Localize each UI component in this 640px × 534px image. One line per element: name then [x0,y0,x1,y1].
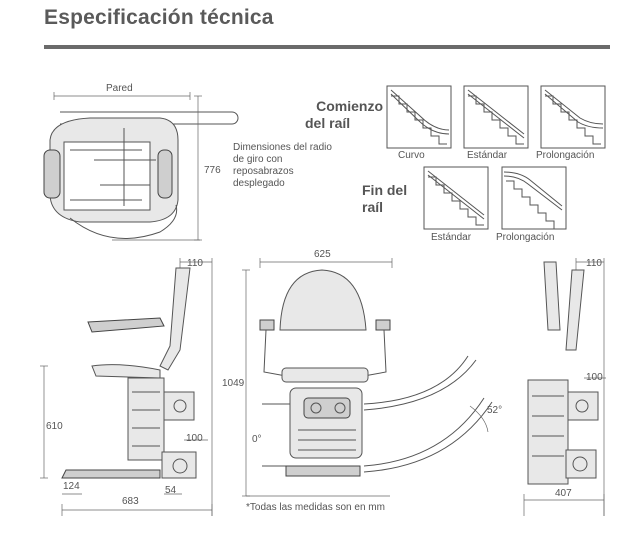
page-title: Especificación técnica [44,6,274,29]
top-view-drawing [43,92,239,241]
rail-start-option-standard: Estándar [467,150,508,161]
front-view-drawing [242,258,493,497]
side-view-drawing [40,258,213,516]
front-angle-min: 0° [252,434,262,445]
rail-start-thumbnails [386,85,606,149]
front-dim-height: 1049 [222,378,245,389]
rail-start-option-curved: Curvo [398,150,425,161]
side-dim-bottom-right: 54 [165,485,177,496]
front-angle-max: 52° [487,405,503,416]
top-view-height-dim: 776 [204,165,221,176]
rail-end-option-standard: Estándar [431,232,472,243]
side-dim-foot: 100 [186,433,203,444]
right-dim-top: 110 [586,258,602,269]
rail-end-heading: Fin del raíl [362,182,407,216]
rail-start-heading: Comienzo del raíl [305,98,383,132]
front-dim-width: 625 [314,249,331,260]
measurement-footnote: *Todas las medidas son en mm [246,502,385,513]
side-dim-height: 610 [46,421,63,432]
rail-end-heading-line2: raíl [362,199,384,215]
right-dim-depth: 407 [555,488,572,499]
rail-start-heading-line1: Comienzo [316,98,383,114]
rail-end-thumbnails [423,166,567,230]
rail-end-heading-line1: Fin del [362,182,408,198]
side-dim-bottom-left: 124 [63,481,80,492]
rail-start-option-extension: Prolongación [536,150,595,161]
side-dim-top: 110 [187,258,203,269]
title-divider [44,45,610,49]
wall-label: Pared [106,83,133,94]
right-view-drawing [523,258,606,516]
side-dim-length: 683 [122,496,139,507]
rail-start-heading-line2: del raíl [305,115,351,131]
turning-radius-note: Dimensiones del radio de giro con reposa… [233,142,332,189]
rail-end-option-extension: Prolongación [496,232,555,243]
right-dim-mid: 100 [586,372,603,383]
